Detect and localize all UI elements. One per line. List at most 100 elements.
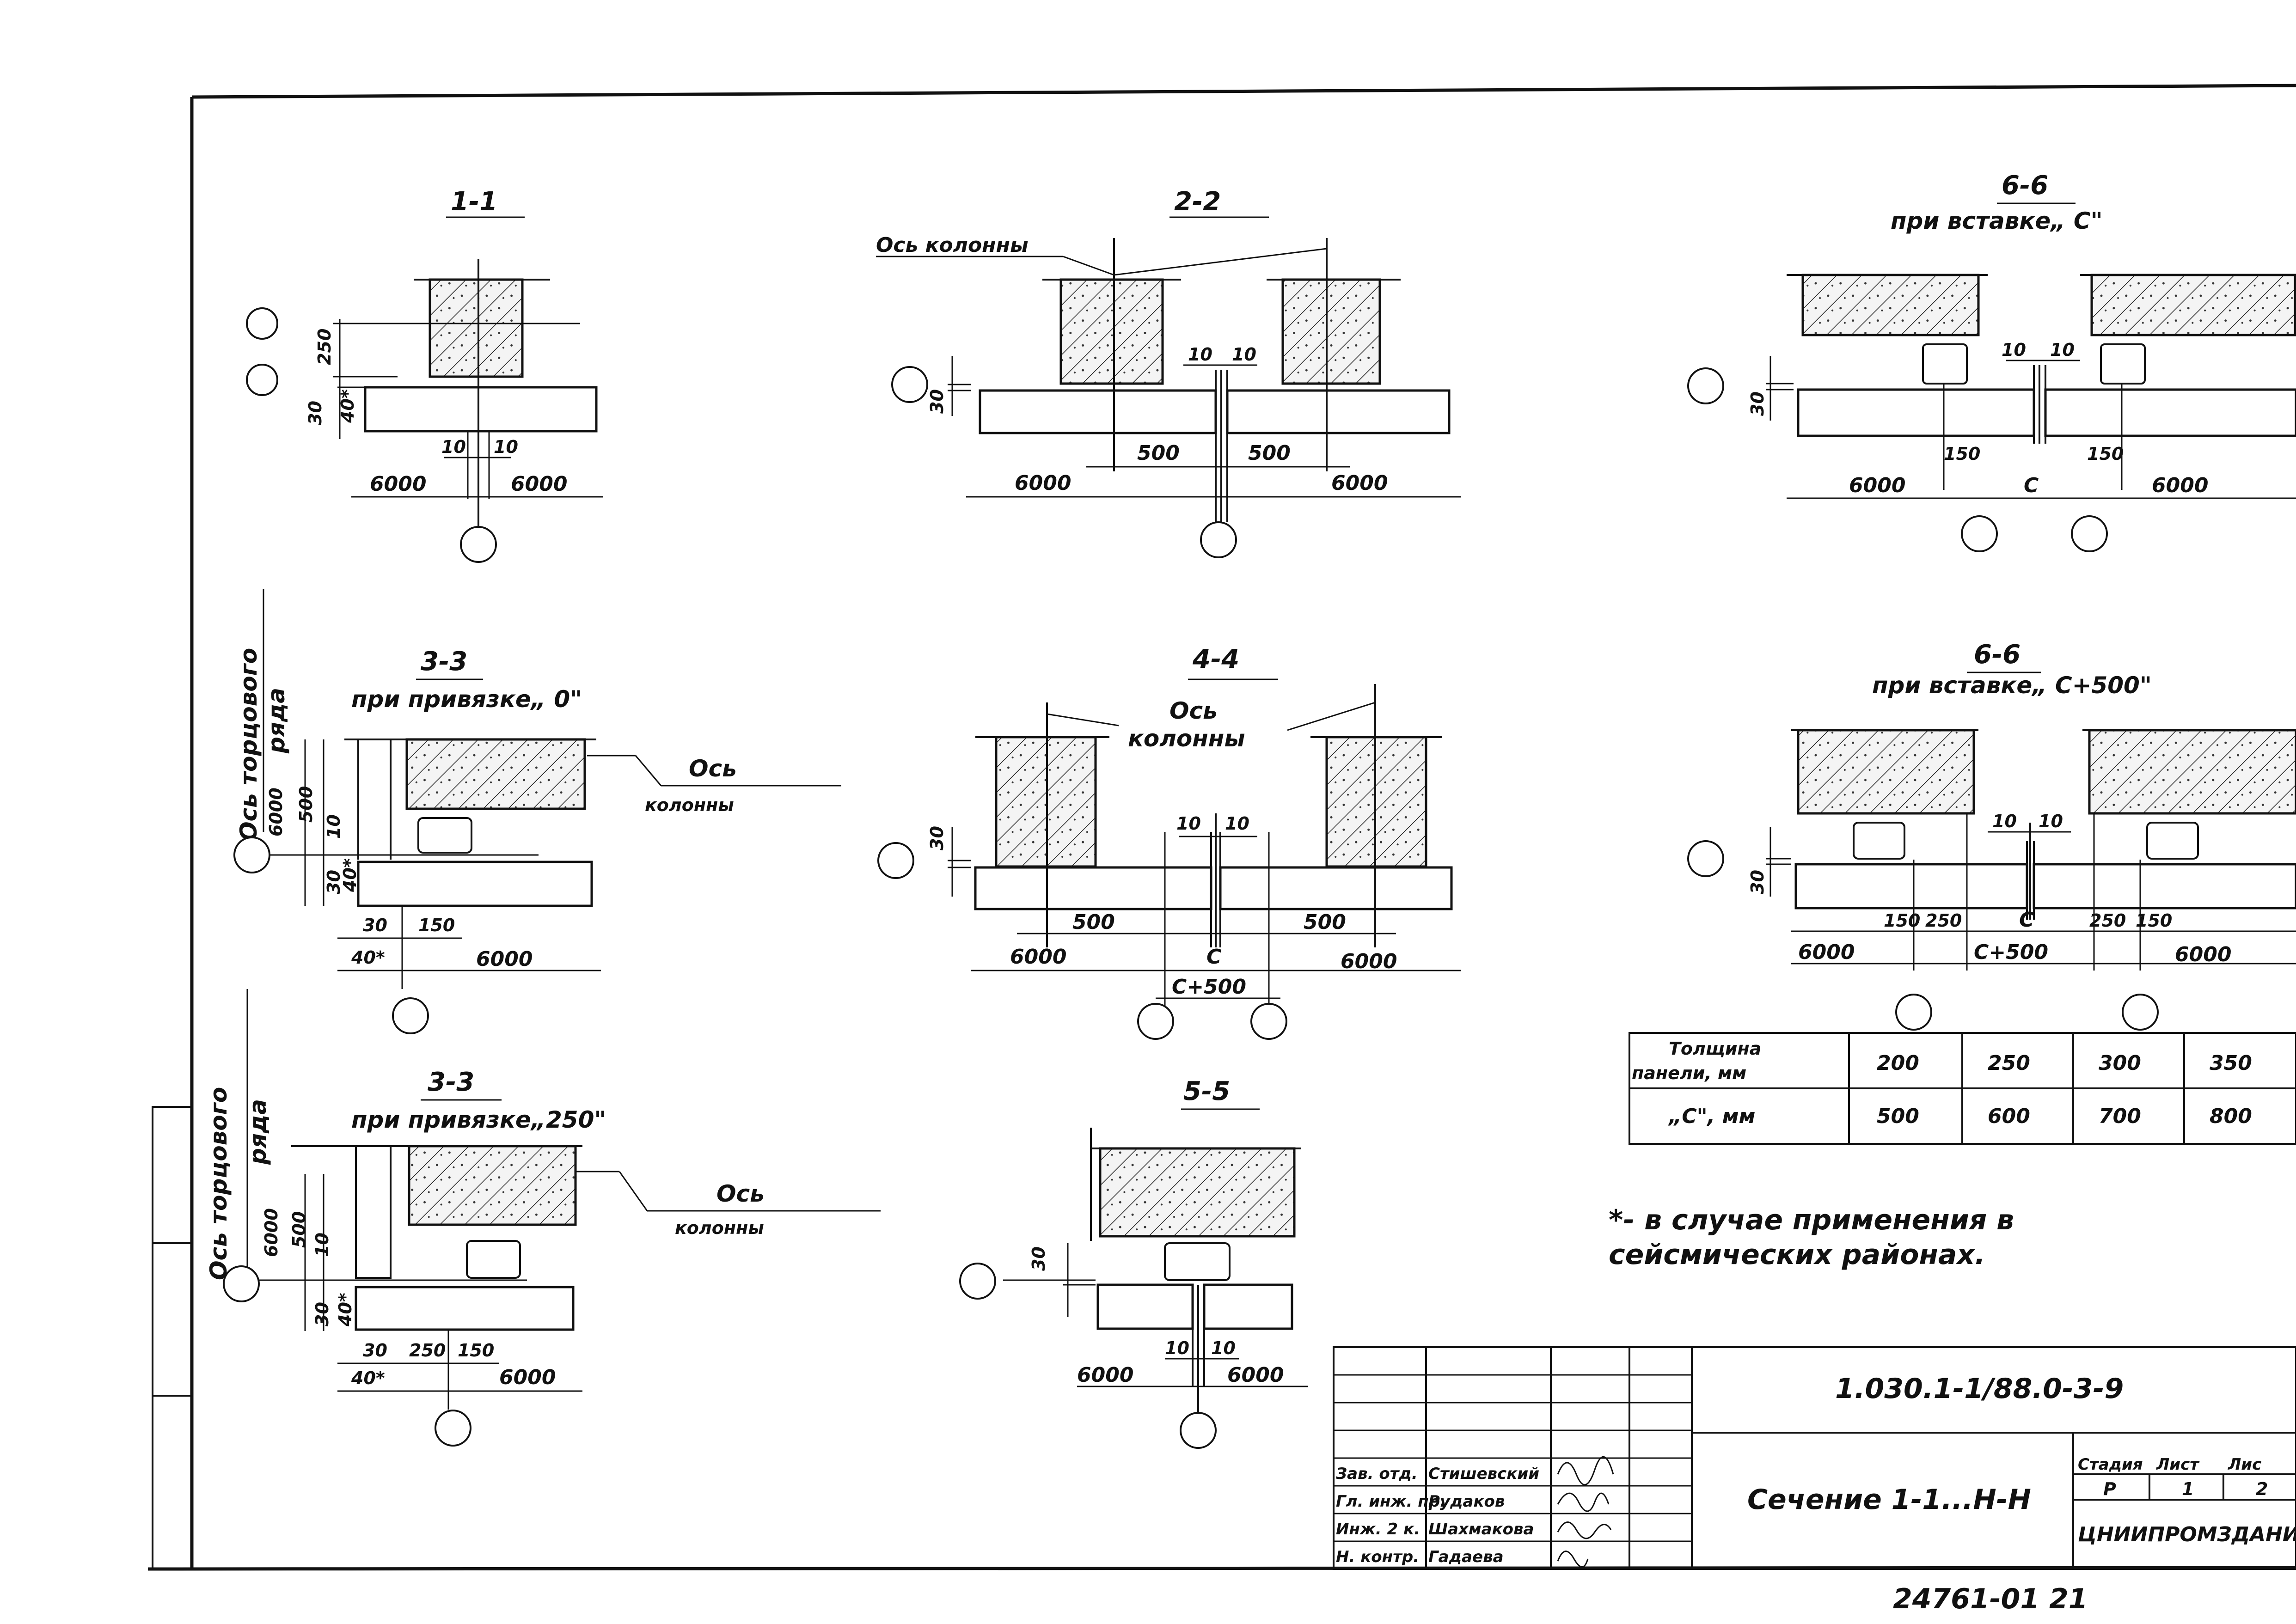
dimension-label: 500 (1072, 910, 1115, 934)
dimension-label: 30 (1029, 1246, 1049, 1271)
dimension-label: 500 (296, 786, 316, 823)
table-row-label: Толщина (1669, 1038, 1761, 1059)
axis-bubble (2122, 994, 2159, 1031)
axis-bubble (877, 842, 914, 879)
row-axis-label: Ось торцового (205, 1087, 232, 1280)
section-subtitle: при вставке„ С" (1891, 208, 2103, 234)
section-title: 6-6 (2002, 171, 2048, 201)
dimension-label: 40* (351, 947, 385, 968)
drawing-code: 1.030.1-1/88.0-3-9 (1835, 1373, 2124, 1405)
dimension-label: С+500 (1974, 940, 2048, 964)
axis-bubble (2071, 515, 2108, 552)
dimension-label: 6000 (476, 947, 533, 971)
section-3-3-a: 3-3 при привязке„ 0" Ось торцового ряда … (233, 589, 841, 1034)
axis-label: Ось колонны (876, 233, 1029, 257)
section-2-2: 2-2 Ось колонны 30 10 10 500 500 6000 60… (876, 187, 1461, 558)
section-3-3-b: 3-3 при привязке„250" Ось торцового ряда… (205, 989, 881, 1447)
table-cell: 350 (2210, 1051, 2252, 1075)
dimension-label: 6000 (499, 1366, 556, 1389)
dimension-label: Н. контр. (1336, 1548, 1419, 1566)
dimension-label: 30 (363, 915, 387, 935)
dimension-label: 6000 (370, 472, 426, 496)
dimension-label: Зав. отд. (1335, 1465, 1418, 1483)
axis-bubble (1200, 521, 1237, 558)
dimension-label: 30 (1747, 391, 1768, 416)
axis-bubble (1250, 1003, 1287, 1040)
sheet-frame (147, 84, 2296, 1571)
dimension-label: 150 (2087, 444, 2124, 464)
dimension-label: 10 (1232, 344, 1256, 365)
section-title: 3-3 (421, 647, 467, 677)
dimension-label: 10 (1188, 344, 1212, 365)
dimension-label: 500 (1137, 441, 1180, 465)
dimension-label: С (1206, 945, 1221, 969)
table-cell: 500 (1877, 1105, 1919, 1128)
table-row-label: „С", мм (1668, 1105, 1756, 1128)
section-1-1: 1-1 250 30 40* 10 10 6000 6000 (246, 187, 603, 563)
dimension-label: 250 (1925, 910, 1962, 931)
dimension-label: 6000 (266, 788, 286, 836)
axis-bubble (460, 526, 497, 563)
table-cell: 600 (1988, 1105, 2030, 1128)
dimension-label: 10 (1176, 813, 1201, 834)
axis-bubble (959, 1263, 996, 1300)
section-title: 5-5 (1183, 1076, 1230, 1106)
dimension-label: 150 (2136, 910, 2172, 931)
dimension-label: 150 (418, 915, 455, 935)
section-title: 3-3 (428, 1067, 474, 1097)
row-axis-label: Ось торцового (235, 648, 262, 841)
organization: ЦНИИПРОМЗДАНИЙ (2078, 1522, 2296, 1546)
dimension-label: Рудаков (1428, 1492, 1505, 1511)
dimension-label: колонны (645, 795, 734, 815)
dimension-label: *- в случае применения в (1609, 1204, 2014, 1236)
section-4-4: 4-4 Ось колонны 30 10 10 500 500 6000 (877, 644, 1461, 1040)
dimension-label: С+500 (1172, 975, 1246, 999)
axis-label: Ось (689, 755, 737, 782)
dimension-label: 10 (2002, 340, 2026, 360)
title-block: Зав. отд. Гл. инж. пр. Инж. 2 к. Н. конт… (1333, 1346, 2296, 1570)
dimension-label: Стадия (2078, 1455, 2143, 1474)
section-title: 1-1 (451, 187, 497, 217)
dimension-label: 500 (1248, 441, 1291, 465)
axis-bubble (435, 1410, 471, 1447)
dimension-label: 250 (2089, 910, 2126, 931)
dimension-label: Шахмакова (1428, 1520, 1534, 1539)
dimension-label: 10 (324, 814, 344, 839)
dimension-label: 6000 (2152, 474, 2208, 497)
table-cell: 300 (2099, 1051, 2141, 1075)
dimension-label: 30 (324, 870, 344, 894)
dimension-label: 10 (494, 437, 518, 457)
dimension-label: 6000 (1849, 474, 1905, 497)
dimension-label: 500 (1304, 910, 1346, 934)
archive-number: 24761-01 21 (1893, 1583, 2088, 1615)
axis-bubble (246, 364, 278, 396)
dimension-label: 40* (335, 1293, 355, 1327)
axis-bubble (1137, 1003, 1174, 1040)
axis-bubble (392, 997, 429, 1034)
signatures (1557, 1456, 1614, 1568)
section-6-6-c: 6-6 при вставке„ С" 30 10 10 150 150 600… (1687, 171, 2296, 552)
dimension-label: 6000 (1798, 940, 1855, 964)
table-cell: 200 (1877, 1051, 1919, 1075)
dimension-label: 250 (314, 329, 335, 365)
dimension-label: 10 (312, 1233, 332, 1257)
dimension-label: 150 (1944, 444, 1980, 464)
dimension-label: С (2024, 474, 2039, 497)
table-cell: 800 (2210, 1105, 2252, 1128)
table-cell: 250 (1988, 1051, 2030, 1075)
dimension-label: 30 (363, 1340, 387, 1361)
dimension-label: 40* (337, 389, 358, 423)
dimension-label: 6000 (1015, 471, 1071, 495)
dimension-label: 1 (2182, 1479, 2194, 1499)
dimension-label: Гадаева (1428, 1548, 1504, 1566)
dimension-label: 6000 (1341, 950, 1397, 973)
axis-bubble (1180, 1412, 1217, 1449)
axis-bubble (246, 307, 278, 340)
dimension-label: 40* (351, 1368, 385, 1388)
axis-label: Ось (1169, 697, 1218, 724)
axis-bubble (1687, 367, 1724, 404)
dimension-label: 250 (409, 1340, 446, 1361)
section-6-6-c500: 6-6 при вставке„ С+500" 30 10 10 150 250 (1687, 640, 2296, 1031)
dimension-label: сейсмических районах. (1609, 1239, 1985, 1271)
axis-bubble (1961, 515, 1998, 552)
